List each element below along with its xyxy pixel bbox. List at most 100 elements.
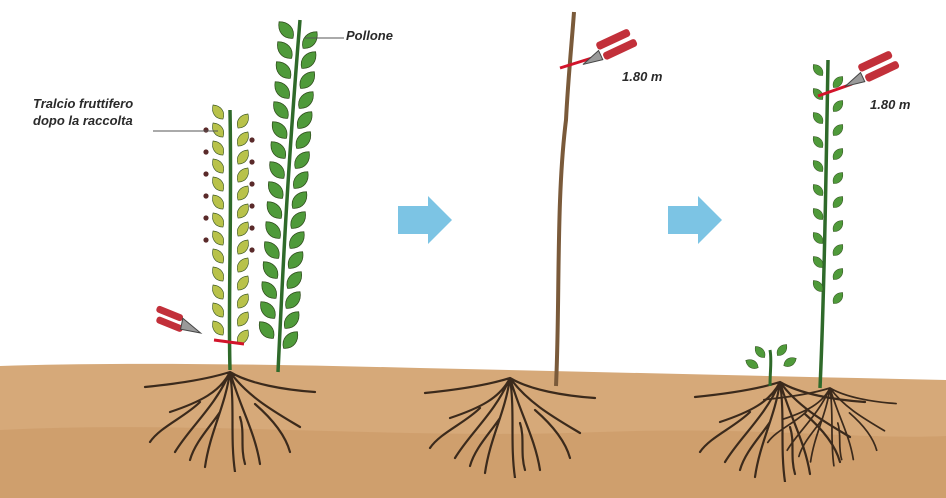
leaf <box>782 355 798 369</box>
leaf <box>810 134 825 150</box>
leaf <box>830 170 845 186</box>
leaf <box>830 290 845 306</box>
leaf <box>262 218 285 242</box>
leaf <box>255 318 278 342</box>
leaf <box>296 68 319 92</box>
berry <box>249 225 254 230</box>
berry <box>203 127 208 132</box>
leaf <box>292 128 315 152</box>
leaf <box>234 165 252 185</box>
leaf <box>293 108 316 132</box>
leaf <box>268 118 291 142</box>
primocane-pruned <box>810 60 852 388</box>
primocane <box>255 18 321 372</box>
pruning-shears-icon <box>839 49 900 92</box>
pruning-shears-icon <box>152 305 205 339</box>
leaf <box>279 328 302 352</box>
leaf <box>260 238 283 262</box>
pruned-cane <box>556 12 592 386</box>
berry <box>203 237 208 242</box>
leaf <box>283 268 306 292</box>
leaf <box>234 147 252 167</box>
leaf <box>752 344 767 360</box>
label-height-stage3: 1.80 m <box>870 97 910 113</box>
leaf <box>258 278 281 302</box>
leaf <box>234 237 252 257</box>
leaf <box>267 138 290 162</box>
berry <box>249 159 254 164</box>
leaf <box>209 228 227 248</box>
leaf <box>275 18 298 42</box>
label-primocane: Pollone <box>346 28 393 44</box>
leaf <box>271 78 294 102</box>
leaf <box>830 98 845 114</box>
leaf <box>299 28 322 52</box>
leaf <box>265 158 288 182</box>
leaf <box>830 242 845 258</box>
leaf <box>297 48 320 72</box>
leaf <box>273 38 296 62</box>
leaf <box>295 88 318 112</box>
leaf <box>830 146 845 162</box>
leaf <box>264 178 287 202</box>
berry <box>203 215 208 220</box>
leaf <box>209 210 227 230</box>
leaf <box>234 201 252 221</box>
leaf <box>259 258 282 282</box>
leaf <box>256 298 279 322</box>
pruning-shears-icon <box>577 27 638 70</box>
leaf <box>810 110 825 126</box>
leaf <box>234 273 252 293</box>
leaf <box>830 194 845 210</box>
leaf <box>234 183 252 203</box>
leaf <box>209 318 227 338</box>
leaf <box>286 228 309 252</box>
berry <box>249 247 254 252</box>
leaf <box>280 308 303 332</box>
leaf <box>289 168 312 192</box>
leaf <box>291 148 314 172</box>
berry <box>203 171 208 176</box>
label-after-harvest: dopo la raccolta <box>33 113 133 129</box>
leaf <box>209 120 227 140</box>
leaf <box>209 138 227 158</box>
label-fruiting-cane: Tralcio fruttifero <box>33 96 133 112</box>
leaf <box>234 111 252 131</box>
leaf <box>209 282 227 302</box>
leaf <box>282 288 305 312</box>
berry <box>249 181 254 186</box>
leaf <box>284 248 307 272</box>
leaf <box>744 357 760 371</box>
soil-shading <box>0 427 946 498</box>
leaf <box>288 188 311 212</box>
right-arrow-icon <box>398 196 452 244</box>
leaf <box>209 102 227 122</box>
right-arrow-icon <box>668 196 722 244</box>
leaf <box>209 156 227 176</box>
leaf <box>209 300 227 320</box>
leaf <box>810 158 825 174</box>
leaf <box>234 129 252 149</box>
berry <box>203 149 208 154</box>
leaf <box>234 219 252 239</box>
leaf <box>830 266 845 282</box>
leaf <box>269 98 292 122</box>
leaf <box>287 208 310 232</box>
leaf <box>810 62 825 78</box>
leaf <box>209 246 227 266</box>
leaf <box>810 182 825 198</box>
berry <box>203 193 208 198</box>
label-height-stage2: 1.80 m <box>622 69 662 85</box>
leaf <box>774 342 789 358</box>
leaf <box>209 174 227 194</box>
leaf <box>209 264 227 284</box>
leaf <box>234 291 252 311</box>
leaf <box>830 218 845 234</box>
berry <box>249 203 254 208</box>
leaf <box>272 58 295 82</box>
leaf <box>234 309 252 329</box>
leaf <box>209 192 227 212</box>
leaf <box>830 122 845 138</box>
leaf <box>234 255 252 275</box>
